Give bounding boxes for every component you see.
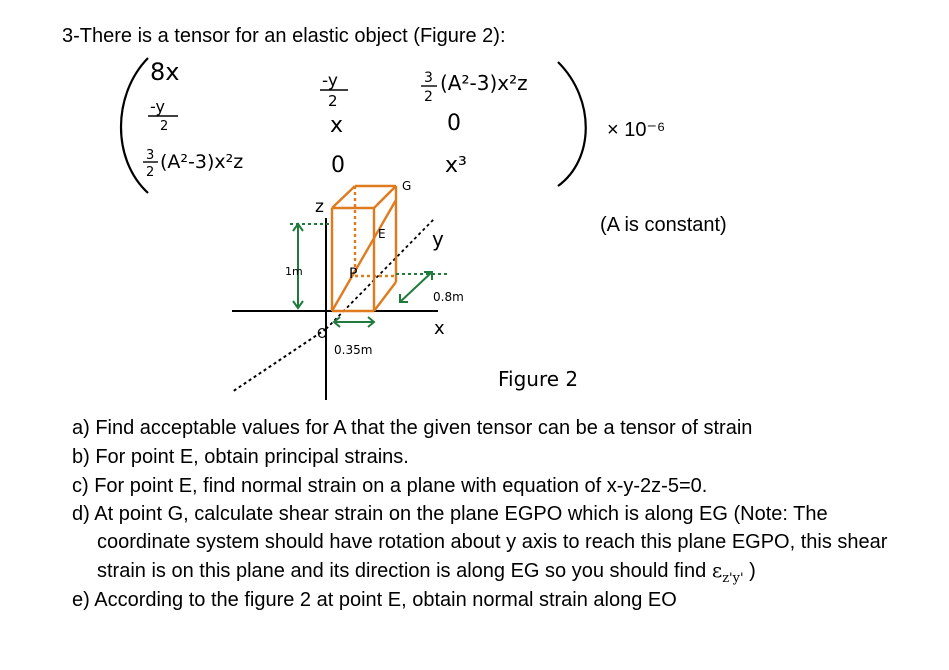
tensor-r1c2-den: 2 [328, 92, 338, 110]
tensor-r3c1-coef-den: 2 [146, 165, 154, 180]
tensor-r1c2-num: -y [322, 71, 338, 91]
question-d-line-3-text: strain is on this plane and its directio… [97, 560, 707, 582]
tensor-r2c3: 0 [447, 111, 461, 136]
tensor-r1c3-coef-num: 3 [424, 70, 433, 86]
shear-strain-subscript: z'y' [722, 571, 744, 586]
constant-note: (A is constant) [600, 214, 727, 236]
question-d-line-1: d) At point G, calculate shear strain on… [72, 503, 828, 525]
question-a: a) Find acceptable values for A that the… [72, 417, 753, 439]
tensor-r3c3: x³ [445, 153, 467, 178]
tensor-r1c3-expr: (A²-3)x²z [440, 71, 528, 95]
tensor-r1c1: 8x [150, 58, 179, 86]
tensor-r1c3-coef-den: 2 [424, 89, 433, 105]
tensor-multiplier: × 10⁻⁶ [607, 119, 666, 141]
shear-strain-symbol: ε [711, 558, 723, 582]
y-axis-label: y [432, 227, 444, 251]
tensor-r3c1-expr: (A²-3)x²z [160, 151, 243, 173]
tensor-r2c1-num: -y [150, 97, 165, 116]
question-d-line-3: strain is on this plane and its directio… [97, 558, 756, 591]
figure-caption: Figure 2 [498, 367, 578, 391]
width-dimension-label: 0.35m [334, 343, 372, 357]
depth-dimension-label: 0.8m [433, 290, 464, 304]
z-axis-label: z [315, 197, 324, 217]
question-e: e) According to the figure 2 at point E,… [72, 589, 677, 611]
question-c: c) For point E, find normal strain on a … [72, 475, 708, 497]
question-d-line-2: coordinate system should have rotation a… [97, 531, 888, 553]
right-parenthesis [557, 61, 587, 187]
origin-label: O [317, 327, 327, 342]
tensor-r3c1-coef-num: 3 [146, 148, 154, 163]
question-b: b) For point E, obtain principal strains… [72, 446, 409, 468]
point-p-label: P [349, 266, 357, 282]
figure-2-diagram: z y x O G E P 1m 0.8m 0.35m Figure 2 [231, 179, 578, 400]
dimension-marks [290, 222, 450, 328]
tensor-r2c1-den: 2 [160, 119, 168, 134]
point-g-label: G [402, 179, 411, 193]
height-dimension-label: 1m [285, 265, 303, 278]
x-axis-label: x [434, 318, 445, 339]
x-axis-dashed [231, 328, 327, 393]
point-e-label: E [378, 227, 386, 241]
prism-box [330, 184, 398, 313]
tensor-r3c2: 0 [331, 153, 345, 178]
strain-tensor-matrix: 8x -y 2 3 2 (A²-3)x²z -y 2 x 0 3 2 (A²-3… [120, 57, 587, 194]
left-parenthesis [120, 57, 149, 194]
question-d-close: ) [749, 560, 756, 582]
tensor-r2c2: x [330, 113, 343, 138]
problem-heading: 3-There is a tensor for an elastic objec… [62, 25, 506, 47]
